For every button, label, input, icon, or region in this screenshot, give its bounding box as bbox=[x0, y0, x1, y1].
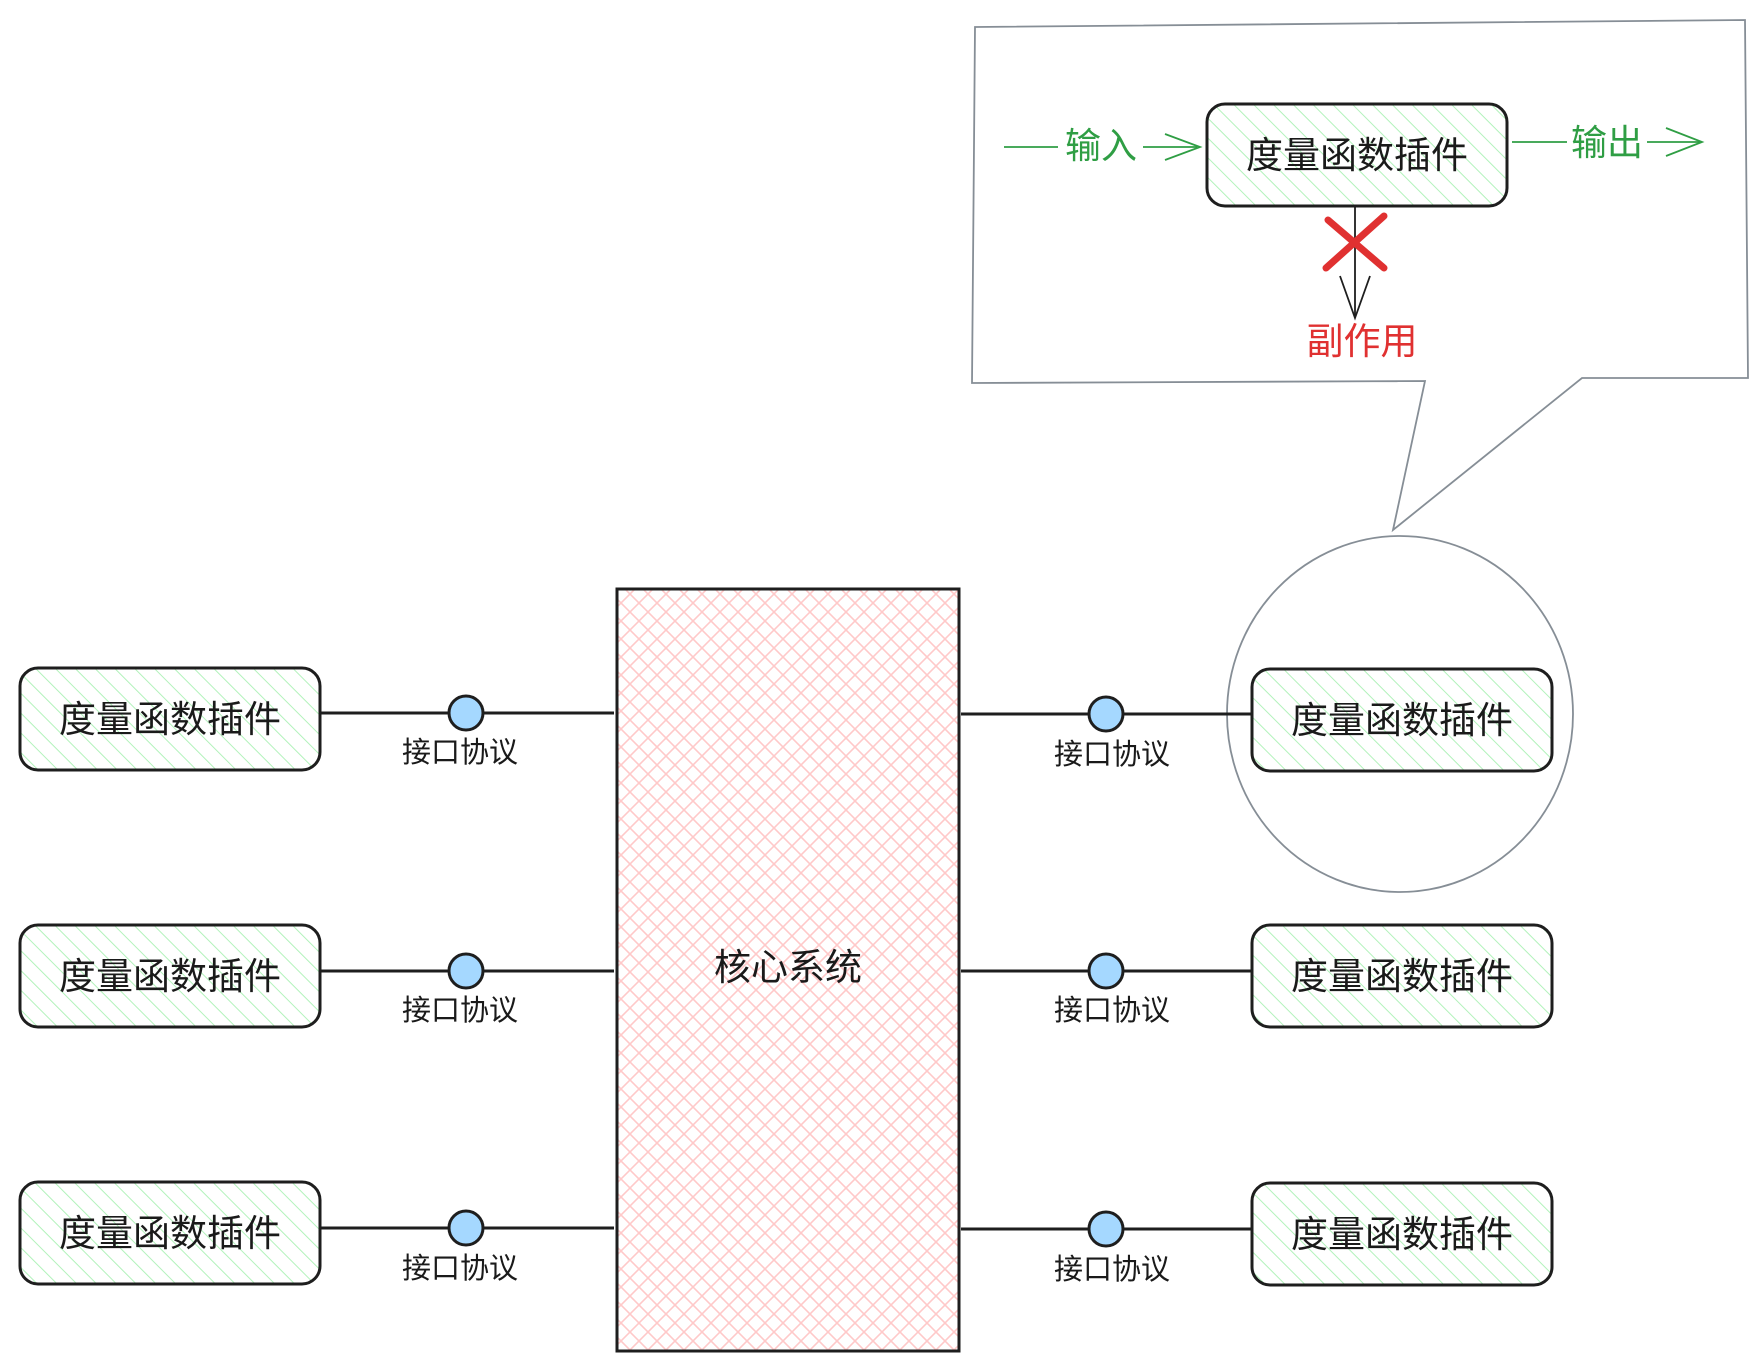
left-plugin-2: 接口协议 度量函数插件 bbox=[18, 923, 614, 1029]
interface-dot bbox=[447, 952, 485, 990]
callout-plugin-label: 度量函数插件 bbox=[1246, 134, 1468, 177]
interface-label: 接口协议 bbox=[1054, 993, 1170, 1027]
input-label: 输入 bbox=[1065, 126, 1137, 167]
forbidden-x-icon bbox=[1322, 212, 1388, 272]
interface-dot bbox=[447, 694, 485, 732]
plugin-label: 度量函数插件 bbox=[59, 698, 281, 741]
right-plugin-3: 接口协议 度量函数插件 bbox=[961, 1181, 1554, 1287]
callout-bubble: 输入 度量函数插件 输出 副作用 bbox=[971, 19, 1749, 533]
input-arrow bbox=[1004, 133, 1203, 161]
right-plugin-1: 接口协议 度量函数插件 bbox=[961, 667, 1554, 773]
callout-plugin-box: 度量函数插件 bbox=[1205, 102, 1509, 208]
interface-label: 接口协议 bbox=[1054, 1252, 1170, 1286]
plugin-label: 度量函数插件 bbox=[1291, 955, 1513, 998]
interface-dot bbox=[1087, 695, 1125, 733]
plugin-label: 度量函数插件 bbox=[1291, 699, 1513, 742]
plugin-label: 度量函数插件 bbox=[59, 1212, 281, 1255]
interface-label: 接口协议 bbox=[402, 735, 518, 769]
output-label: 输出 bbox=[1571, 123, 1643, 164]
left-plugin-1: 接口协议 度量函数插件 bbox=[18, 666, 614, 772]
interface-label: 接口协议 bbox=[402, 993, 518, 1027]
plugin-label: 度量函数插件 bbox=[59, 955, 281, 998]
core-system: 核心系统 bbox=[615, 587, 961, 1353]
left-plugin-3: 接口协议 度量函数插件 bbox=[18, 1180, 614, 1286]
interface-dot bbox=[1087, 952, 1125, 990]
plugin-label: 度量函数插件 bbox=[1291, 1213, 1513, 1256]
right-plugin-2: 接口协议 度量函数插件 bbox=[961, 923, 1554, 1029]
interface-label: 接口协议 bbox=[1054, 737, 1170, 771]
interface-label: 接口协议 bbox=[402, 1251, 518, 1285]
interface-dot bbox=[1087, 1210, 1125, 1248]
output-arrow bbox=[1512, 127, 1705, 157]
core-label: 核心系统 bbox=[714, 946, 862, 989]
side-effect-arrow bbox=[1339, 207, 1371, 321]
interface-dot bbox=[447, 1209, 485, 1247]
side-effect-label: 副作用 bbox=[1307, 320, 1418, 363]
